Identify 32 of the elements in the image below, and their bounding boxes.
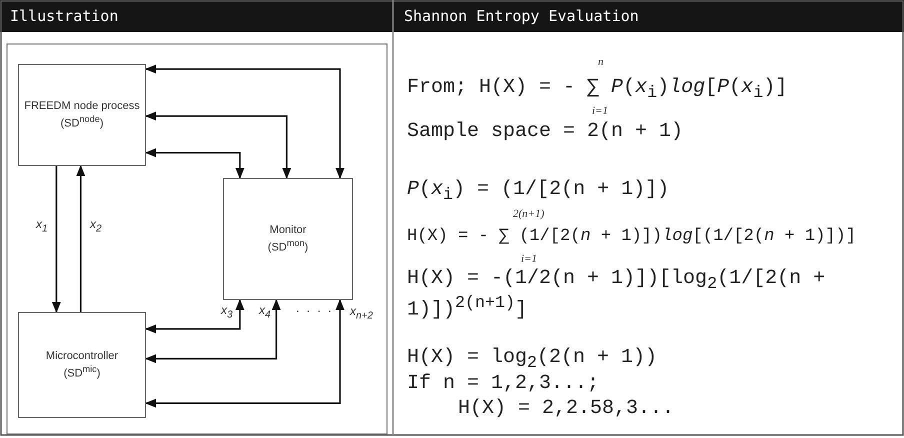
panel-heading: Shannon Entropy Evaluation	[404, 7, 639, 25]
arrow	[144, 298, 244, 334]
equation: If n = 1,2,3...;	[407, 372, 600, 395]
equation: H(X) = 2,2.58,3...	[458, 397, 674, 420]
arrow	[144, 298, 281, 364]
sum-limit: n	[598, 56, 604, 68]
node-name: FREEDM node process	[24, 99, 140, 114]
arrow	[144, 298, 344, 408]
sum-limit: i=1	[521, 253, 537, 265]
process-box	[18, 64, 146, 166]
equation: P(x$_{i}$) = (1/[2(n + 1)])	[407, 178, 670, 206]
arrow	[144, 112, 292, 180]
equation: From; H(X) = - ∑ P(x$_{i}$)log[P(x$_{i}$)]	[407, 76, 788, 104]
node-name: Monitor	[270, 223, 306, 238]
process-box	[18, 312, 146, 418]
arrow	[144, 64, 344, 180]
node-symbol: (SD$^{mon}$)	[268, 238, 308, 255]
equation: H(X) = log$_{2}$(2(n + 1))	[407, 346, 658, 374]
process-box	[223, 178, 353, 300]
node-name: Microcontroller	[46, 349, 118, 364]
equation: H(X) = - ∑ (1/[2(n + 1)])log[(1/[2(n + 1)])]	[407, 227, 856, 247]
sum-limit: 2(n+1)	[513, 208, 544, 220]
equation: Sample space = 2(n + 1)	[407, 120, 684, 143]
sum-limit: i=1	[592, 105, 608, 117]
arrow	[52, 166, 61, 314]
node-symbol: (SD$^{mic}$)	[64, 364, 100, 381]
ellipsis: . . . .	[296, 301, 334, 315]
arrow	[76, 164, 86, 312]
panel-heading: Illustration	[10, 7, 118, 25]
arrow	[144, 148, 244, 180]
equation: H(X) = -(1/2(n + 1)])[log$_{2}$(1/[2(n + 1)])$^{2(n+1)}$]	[407, 267, 826, 322]
node-symbol: (SD$^{node}$)	[60, 114, 104, 131]
